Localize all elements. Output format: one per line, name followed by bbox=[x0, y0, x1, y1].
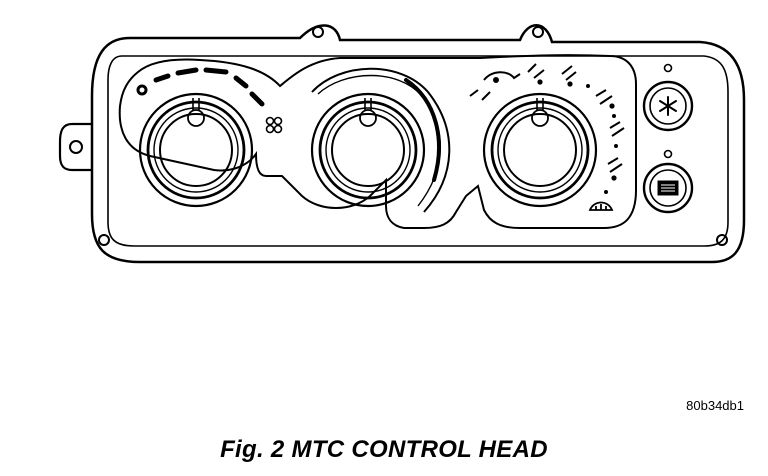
mode-dot bbox=[586, 84, 590, 88]
knob-pointer-dot bbox=[187, 109, 205, 127]
rear-defrost-button[interactable] bbox=[642, 149, 694, 214]
ac-button[interactable] bbox=[642, 63, 694, 132]
housing bbox=[58, 24, 746, 264]
ac-indicator-led bbox=[663, 63, 673, 73]
mtc-control-head-diagram bbox=[58, 24, 746, 264]
defog-icon bbox=[607, 157, 623, 181]
fan-icon bbox=[265, 116, 283, 134]
blower-speed-knob[interactable] bbox=[138, 92, 254, 208]
panel-vent-icon bbox=[469, 71, 521, 101]
floor-icon bbox=[561, 65, 577, 87]
mode-scale bbox=[469, 63, 625, 211]
mode-dot bbox=[612, 114, 616, 118]
mode-dot bbox=[614, 144, 618, 148]
defrost-icon bbox=[588, 201, 614, 211]
temperature-scale bbox=[311, 67, 451, 213]
bi-level-icon bbox=[527, 63, 545, 85]
mount-hole-bottom-left bbox=[98, 234, 110, 246]
knob-pointer-dot bbox=[359, 109, 377, 127]
rear-defrost-indicator-led bbox=[663, 149, 673, 159]
mode-knob[interactable] bbox=[482, 92, 598, 208]
rear-defrost-icon bbox=[657, 180, 679, 196]
mount-hole-bottom-right bbox=[716, 234, 728, 246]
floor-defrost-icon bbox=[595, 89, 615, 109]
mix-icon bbox=[609, 121, 625, 137]
blower-off-indicator bbox=[136, 84, 148, 96]
figure-reference-id: 80b34db1 bbox=[686, 398, 744, 413]
mounting-holes bbox=[69, 26, 728, 246]
knob-pointer-dot bbox=[531, 109, 549, 127]
mount-hole-tab bbox=[69, 140, 83, 154]
mount-hole-top-right bbox=[532, 26, 544, 38]
temperature-knob[interactable] bbox=[310, 92, 426, 208]
blower-speed-scale bbox=[136, 67, 283, 134]
snowflake-icon bbox=[659, 96, 677, 116]
figure-caption: Fig. 2 MTC CONTROL HEAD bbox=[220, 436, 548, 463]
face-plate bbox=[118, 54, 637, 229]
mode-dot bbox=[604, 190, 608, 194]
mount-hole-top-left bbox=[312, 26, 324, 38]
